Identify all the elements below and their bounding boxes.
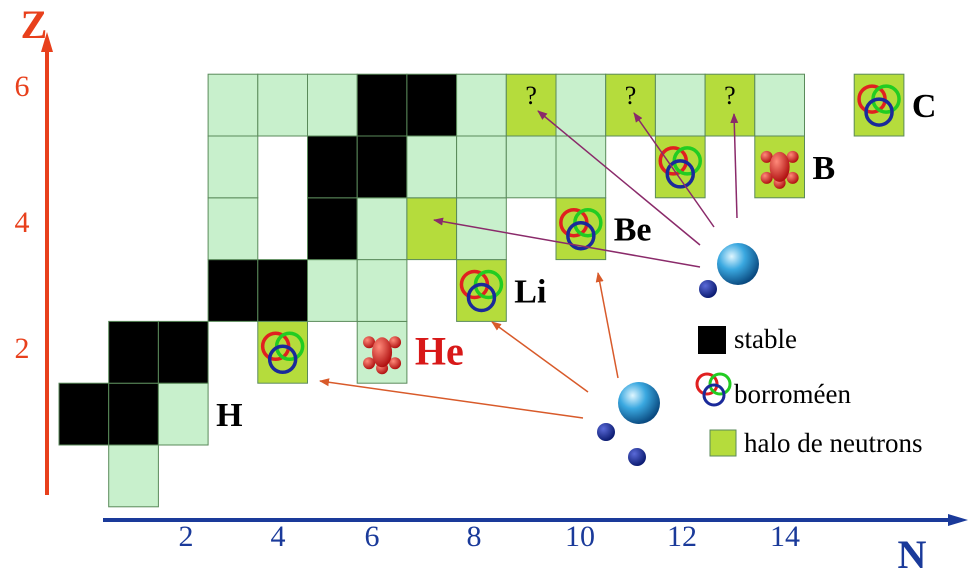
nuclide-cell-unstable: [456, 135, 507, 199]
legend-borromean-label: borroméen: [734, 379, 851, 409]
arrows: [319, 110, 739, 419]
halo-nucleus-icon: [699, 243, 759, 298]
z-axis-label: Z: [21, 2, 48, 47]
nuclide-cell-unstable: [207, 197, 259, 261]
arrow: [433, 217, 701, 268]
nuclide-cell-stable: [356, 135, 408, 199]
nuclide-cell-stable: [58, 382, 110, 446]
n-tick-label: 14: [770, 520, 800, 553]
nuclear-cluster-icon: [363, 336, 402, 375]
n-tick-label: 8: [467, 520, 482, 553]
n-axis-label: N: [898, 532, 927, 573]
nuclide-cell-unstable: [356, 259, 408, 322]
nuclide-cell-stable: [108, 382, 159, 446]
nuclide-cell-unstable: [754, 73, 805, 137]
nuclide-cell-stable: [307, 135, 358, 199]
nuclear-cluster-icon: [760, 150, 799, 189]
arrow: [319, 378, 584, 419]
z-tick-label: 4: [15, 206, 30, 239]
n-tick-label: 10: [565, 520, 595, 553]
halo-nucleus-icon: [597, 382, 660, 466]
nuclide-cell-halo: [406, 197, 458, 261]
nuclide-cell-halo: [704, 73, 756, 137]
nuclide-cell-unstable: [356, 197, 408, 261]
nuclide-cell-unstable: [456, 73, 507, 137]
element-label-he: He: [415, 328, 464, 373]
n-tick-label: 6: [365, 520, 380, 553]
nuclide-cell-unstable: [257, 73, 308, 137]
nuclide-cell-stable: [157, 320, 209, 384]
nuclide-cell-unstable: [505, 135, 557, 199]
arrow: [730, 113, 739, 219]
legend-stable-swatch: [698, 326, 726, 354]
borromean-rings-icon: [559, 207, 603, 251]
borromean-rings-icon: [459, 269, 504, 313]
nuclide-cell-halo: [505, 73, 557, 137]
nuclide-cell-stable: [207, 259, 259, 322]
n-tick-label: 2: [179, 520, 194, 553]
z-tick-label: 6: [15, 70, 30, 103]
nuclide-cell-unstable: [157, 382, 209, 446]
n-tick-label: 4: [271, 520, 286, 553]
legend-stable-label: stable: [734, 324, 797, 354]
nuclide-cell-unstable: [555, 135, 607, 199]
unknown-mark: ?: [724, 81, 736, 110]
arrow: [633, 112, 715, 228]
z-tick-labels: 2 4 6: [15, 70, 30, 365]
arrow: [595, 272, 619, 379]
nuclide-cell-unstable: [654, 73, 706, 137]
unknown-mark: ?: [525, 81, 537, 110]
nuclide-cell-unstable: [207, 73, 259, 137]
nuclide-cell-stable: [108, 320, 159, 384]
nuclide-markers: ???: [260, 81, 901, 375]
nuclide-cell-unstable: [555, 73, 607, 137]
n-tick-labels: 2 4 6 8 10 12 14: [179, 520, 801, 553]
unknown-mark: ?: [625, 81, 637, 110]
nuclide-cell-unstable: [307, 73, 358, 137]
legend-halo-label: halo de neutrons: [744, 428, 922, 458]
element-label-h: H: [216, 397, 242, 434]
legend-halo-swatch: [709, 429, 737, 457]
nuclide-cell-stable: [257, 259, 308, 322]
arrow: [491, 321, 589, 393]
element-label-li: Li: [514, 274, 546, 311]
legend: stable borroméen halo de neutrons: [695, 324, 922, 458]
borromean-rings-icon: [857, 84, 901, 127]
nuclide-cell-stable: [406, 73, 458, 137]
arrow: [537, 110, 701, 246]
nuclide-cell-stable: [307, 197, 358, 261]
nuclide-cell-unstable: [307, 259, 358, 322]
element-label-b: B: [813, 150, 836, 187]
nuclide-cell-unstable: [406, 135, 458, 199]
n-tick-label: 12: [667, 520, 697, 553]
element-labels: H He Li Be B C: [216, 88, 936, 434]
nuclide-cell-unstable: [207, 135, 259, 199]
legend-borromean-icon: [695, 372, 732, 407]
element-label-be: Be: [614, 212, 652, 249]
z-tick-label: 2: [15, 332, 30, 365]
nuclide-cell-unstable: [108, 444, 159, 508]
nuclide-cell-stable: [356, 73, 408, 137]
borromean-rings-icon: [260, 331, 305, 375]
element-label-c: C: [912, 88, 937, 125]
nuclide-cell-halo: [754, 135, 805, 199]
borromean-rings-icon: [658, 146, 702, 189]
